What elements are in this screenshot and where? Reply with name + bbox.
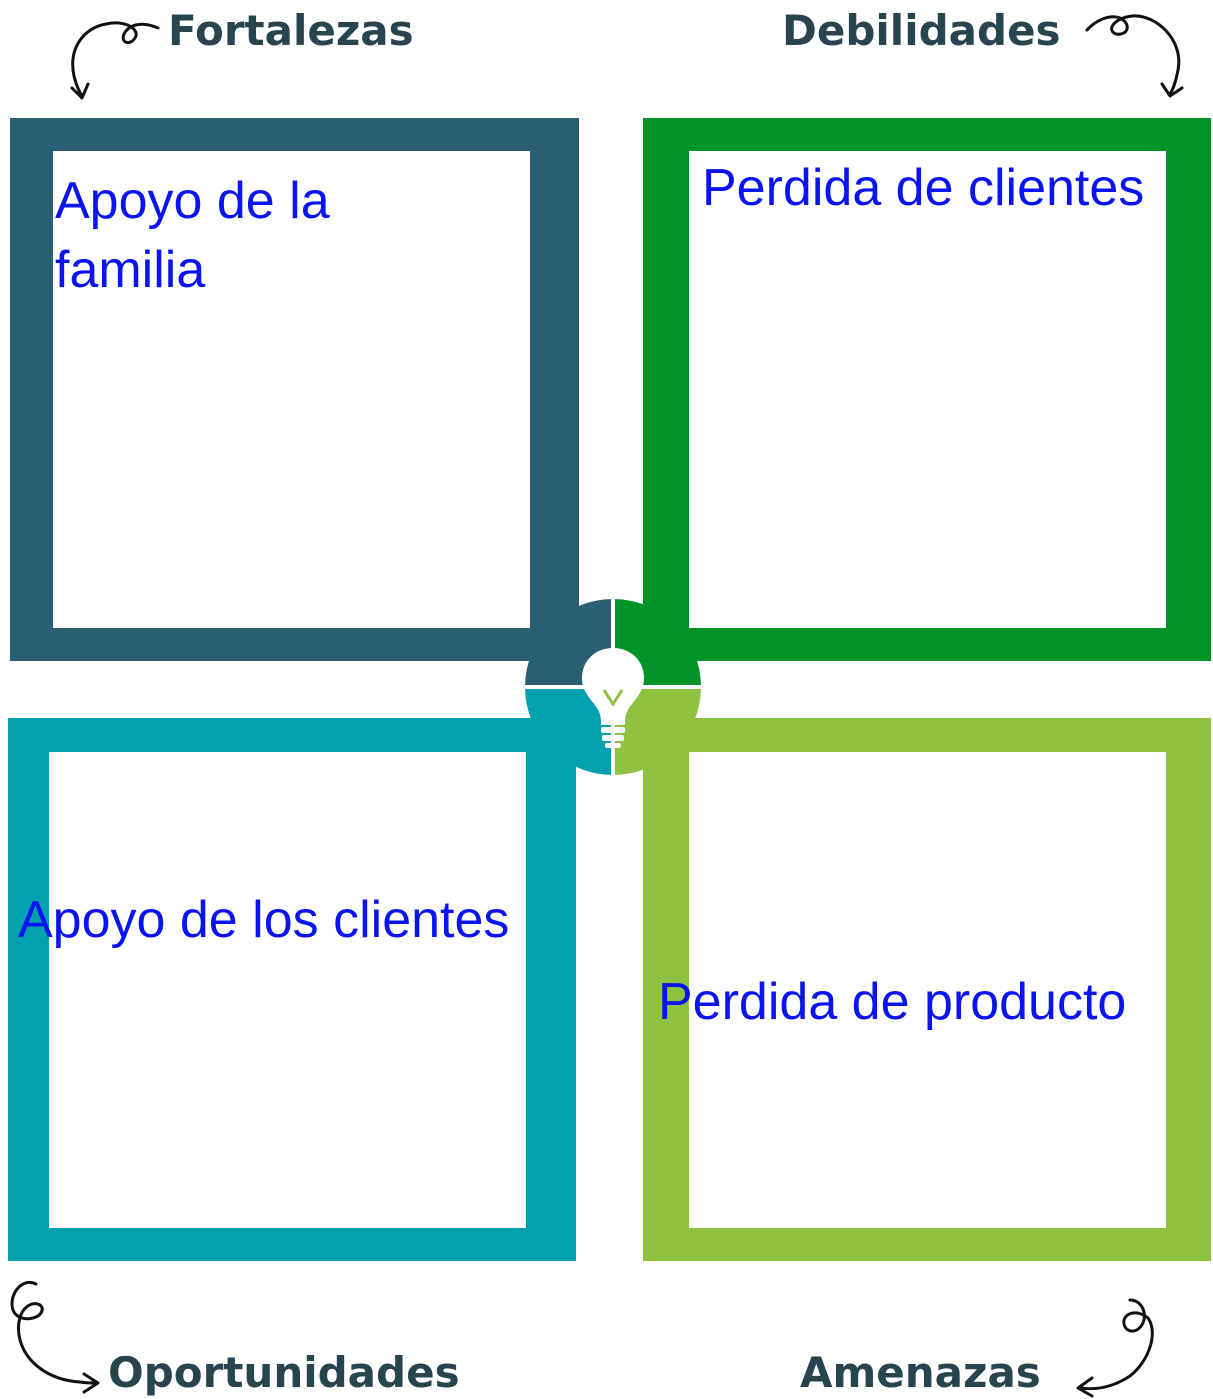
lightbulb-icon xyxy=(582,648,644,748)
curly-arrow-fortalezas-icon xyxy=(70,21,160,100)
curly-arrow-debilidades-icon xyxy=(1085,14,1184,98)
fortalezas-box xyxy=(10,118,579,661)
amenazas-title: Amenazas xyxy=(800,1348,1041,1397)
center-quarter-amenazas xyxy=(613,687,701,775)
amenazas-box xyxy=(643,718,1211,1261)
debilidades-box xyxy=(643,118,1211,661)
curly-arrow-amenazas-icon xyxy=(1076,1298,1154,1398)
curly-arrow-oportunidades-icon xyxy=(10,1281,100,1394)
oportunidades-box xyxy=(8,718,576,1261)
oportunidades-entry: Apoyo de los clientes xyxy=(18,891,510,949)
debilidades-title: Debilidades xyxy=(782,6,1061,55)
debilidades-entry: Perdida de clientes xyxy=(702,159,1145,217)
fortalezas-entry-line-2: familia xyxy=(55,241,206,299)
fortalezas-entry-line-1: Apoyo de la xyxy=(55,172,330,230)
fortalezas-title: Fortalezas xyxy=(168,6,414,55)
center-quarter-oportunidades xyxy=(525,687,613,775)
amenazas-entry: Perdida de producto xyxy=(658,973,1127,1031)
oportunidades-title: Oportunidades xyxy=(108,1348,460,1397)
